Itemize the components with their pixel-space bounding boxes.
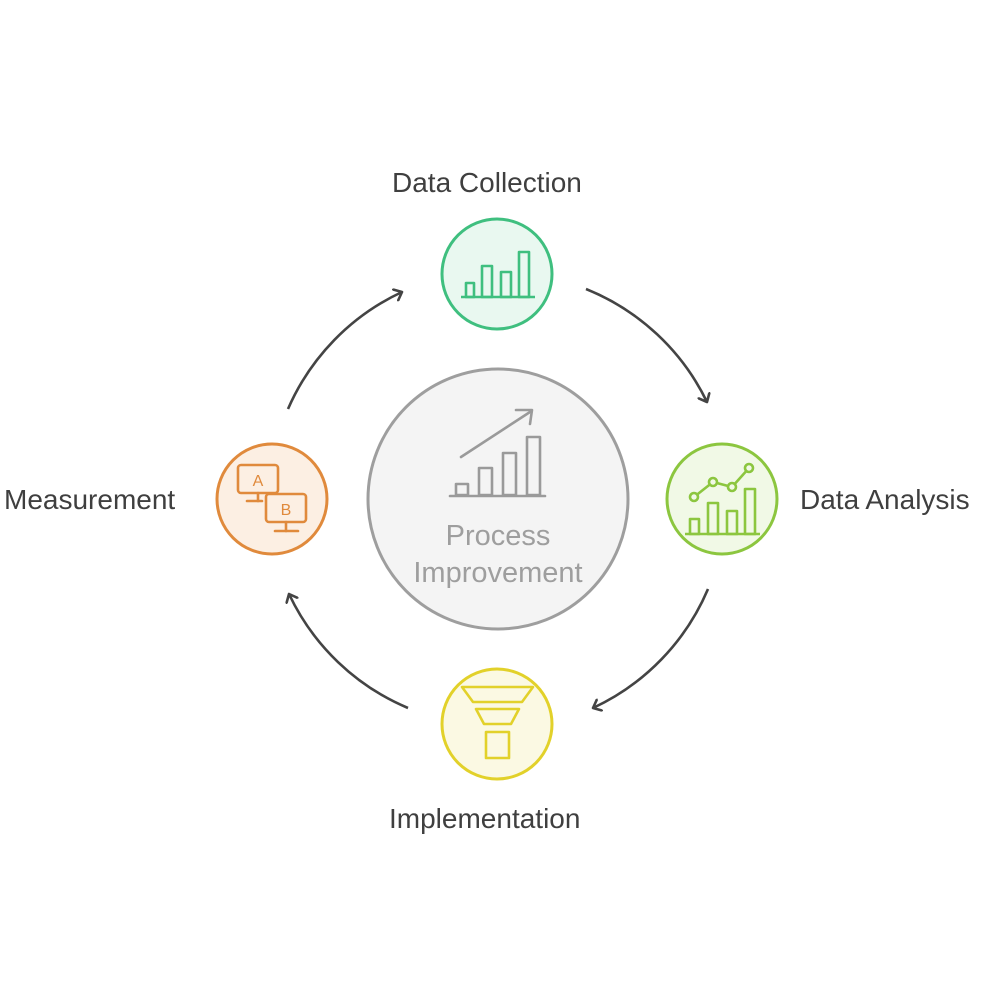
data-collection-node (440, 217, 554, 331)
data-analysis-label: Data Analysis (800, 484, 970, 515)
measurement-label: Measurement (4, 484, 176, 515)
center-label-line2: Improvement (413, 557, 583, 589)
funnel-icon (460, 685, 535, 760)
ab-letter-a: A (253, 473, 264, 490)
center-label: Process Improvement (398, 518, 598, 592)
line-bar-chart-icon (685, 462, 760, 536)
arrow-measurement-to-collection (286, 292, 402, 410)
data-collection-label: Data Collection (392, 167, 582, 198)
center-label-line1: Process (445, 520, 551, 552)
center-circle (366, 367, 630, 631)
arrow-analysis-to-implementation (593, 588, 710, 708)
growth-chart-icon (448, 408, 547, 498)
ab-test-icon (236, 463, 308, 533)
implementation-label: Implementation (389, 803, 581, 834)
arrow-implementation-to-measurement (289, 594, 409, 710)
arrow-collection-to-analysis (585, 287, 707, 402)
ab-letter-b: B (281, 502, 292, 519)
bar-chart-icon (461, 250, 535, 299)
data-analysis-node (665, 442, 779, 556)
